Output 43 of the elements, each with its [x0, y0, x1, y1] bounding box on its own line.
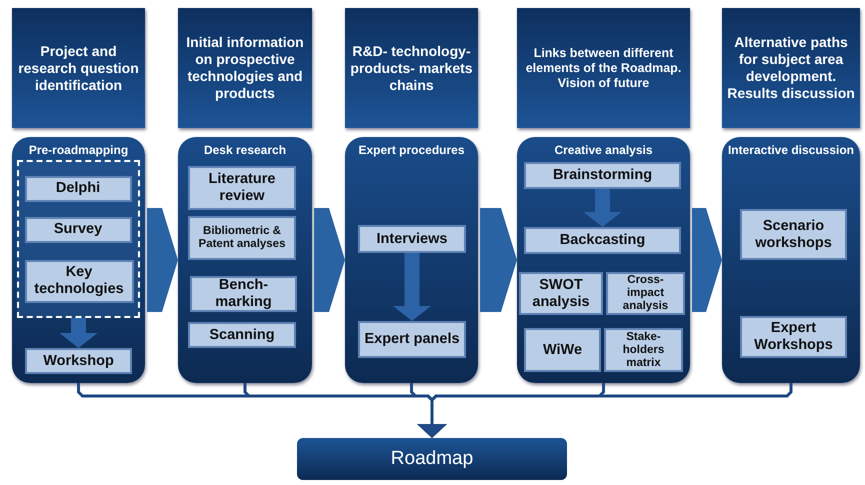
panel-title: Desk research	[202, 143, 288, 157]
method-box: Survey	[24, 216, 132, 242]
method-box: Stake- holders matrix	[604, 328, 683, 372]
roadmap-box: Roadmap	[297, 438, 567, 480]
method-box: Delphi	[24, 176, 132, 202]
chevron-arrow	[480, 208, 517, 312]
block-arrow	[584, 189, 622, 227]
method-box: Literature review	[188, 166, 296, 210]
panel-title: Expert procedures	[357, 143, 466, 157]
method-box: Interviews	[358, 225, 466, 253]
chevron-arrow	[314, 208, 345, 312]
panel-title: Creative analysis	[553, 143, 654, 157]
method-box: Scanning	[188, 322, 296, 348]
stage-panel	[722, 137, 860, 383]
panel-title: Pre-roadmapping	[28, 143, 130, 157]
stage-header-box: Initial information on prospective technologies and products	[178, 8, 312, 128]
stage-header-box: Links between different elements of the Roadmap. Vision of future	[517, 8, 690, 128]
brace-arrow	[417, 383, 792, 438]
method-box: Bibliometric & Patent analyses	[188, 216, 296, 260]
chevron-arrow	[692, 208, 722, 312]
panel-title: Interactive discussion	[726, 143, 856, 157]
stage-panel	[178, 137, 312, 383]
stage-panel	[12, 137, 145, 383]
method-box: Expert panels	[358, 321, 466, 358]
method-box: SWOT analysis	[519, 272, 603, 315]
method-box: Brainstorming	[524, 162, 681, 189]
method-box: Bench- marking	[190, 276, 297, 312]
dashed-group-frame	[17, 160, 140, 318]
method-box: WiWe	[524, 328, 601, 372]
stage-panel	[345, 137, 478, 383]
stage-header-box: Project and research question identification	[12, 8, 145, 128]
stage-header-box: Alternative paths for subject area development. Results discussion	[722, 8, 860, 128]
block-arrow	[393, 253, 431, 321]
method-box: Key technologies	[24, 260, 134, 302]
stage-panel	[517, 137, 690, 383]
method-box: Workshop	[25, 348, 132, 374]
block-arrow	[60, 318, 98, 348]
method-box: Expert Workshops	[740, 316, 847, 358]
method-box: Backcasting	[524, 227, 681, 254]
method-box: Scenario workshops	[740, 209, 847, 260]
stage-header-box: R&D- technology- products- markets chains	[345, 8, 478, 128]
method-box: Cross- impact analysis	[606, 272, 685, 315]
chevron-arrow	[147, 208, 178, 312]
